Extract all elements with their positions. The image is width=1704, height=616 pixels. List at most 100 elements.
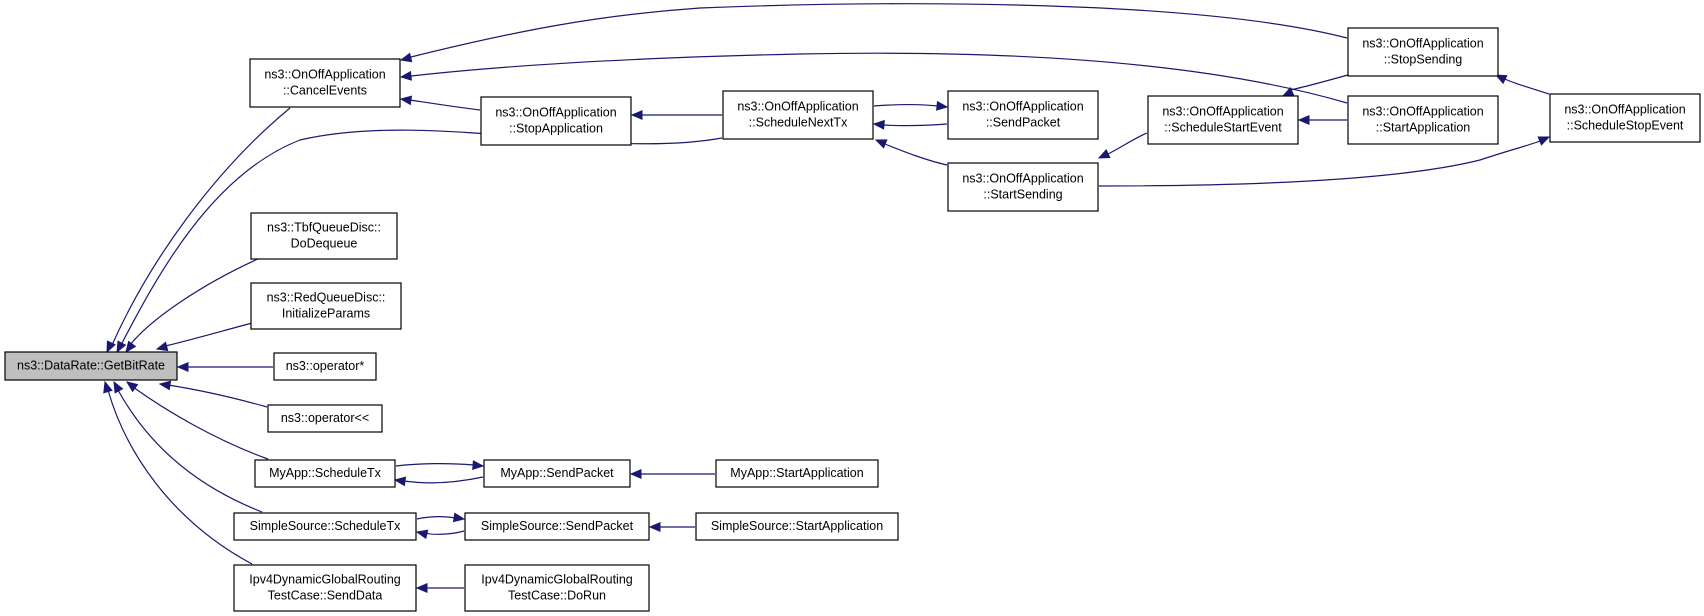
node-label: TestCase::SendData — [268, 588, 383, 602]
node-box[interactable] — [250, 212, 398, 260]
node-label: ns3::DataRate::GetBitRate — [17, 358, 165, 372]
node-box[interactable] — [1549, 93, 1701, 143]
node-box[interactable] — [250, 282, 402, 330]
edge-line — [410, 3, 1348, 58]
node-box[interactable] — [947, 90, 1099, 140]
edge-line — [395, 463, 475, 467]
node-box[interactable] — [273, 352, 377, 381]
edge-schedulestopevent-to-stopsending — [1494, 74, 1550, 95]
node-label: ns3::RedQueueDisc:: — [267, 290, 386, 304]
node-getbitrate[interactable]: ns3::DataRate::GetBitRate — [4, 351, 178, 381]
node-label: ns3::OnOffApplication — [1564, 102, 1685, 116]
node-box[interactable] — [483, 459, 631, 488]
edge-stopsending-to-schedulestartevent — [1281, 72, 1356, 97]
edge-line — [409, 99, 481, 111]
edge-red-initializeparams-to-getbitrate — [155, 322, 253, 352]
edge-arrowhead — [155, 341, 169, 352]
node-myapp-sendpacket[interactable]: MyApp::SendPacket — [483, 459, 631, 488]
node-red-initializeparams[interactable]: ns3::RedQueueDisc::InitializeParams — [250, 282, 402, 330]
node-label: SimpleSource::SendPacket — [481, 519, 634, 533]
edge-arrowhead — [872, 119, 885, 130]
node-onoff-sendpacket[interactable]: ns3::OnOffApplication::SendPacket — [947, 90, 1099, 140]
node-operator-shl[interactable]: ns3::operator<< — [267, 404, 383, 433]
node-label: ::CancelEvents — [283, 83, 367, 97]
node-box[interactable] — [480, 96, 632, 146]
node-box[interactable] — [464, 512, 650, 541]
node-simplesource-startapplication[interactable]: SimpleSource::StartApplication — [695, 512, 899, 541]
edge-arrowhead — [125, 340, 137, 354]
node-ipv4-senddata[interactable]: Ipv4DynamicGlobalRoutingTestCase::SendDa… — [233, 564, 417, 612]
edge-arrowhead — [399, 52, 413, 63]
edge-simplesource-sendpacket-to-simplesource-scheduletx — [415, 529, 465, 540]
node-operator-mul[interactable]: ns3::operator* — [273, 352, 377, 381]
edge-arrowhead — [936, 100, 949, 111]
edge-operator-mul-to-getbitrate — [176, 362, 273, 372]
edge-line — [117, 389, 263, 513]
node-cancelevents[interactable]: ns3::OnOffApplication::CancelEvents — [249, 58, 401, 108]
node-box[interactable] — [464, 564, 650, 612]
edge-operator-shl-to-getbitrate — [158, 380, 268, 408]
node-box[interactable] — [1147, 95, 1299, 145]
node-label: InitializeParams — [282, 306, 370, 320]
edge-line — [882, 123, 948, 127]
node-box[interactable] — [722, 90, 874, 140]
node-label: Ipv4DynamicGlobalRouting — [249, 572, 401, 586]
node-label: ns3::OnOffApplication — [962, 171, 1083, 185]
edge-startsending-to-schedulestopevent — [1098, 136, 1551, 187]
edge-arrowhead — [125, 381, 139, 393]
node-schedulestartevent[interactable]: ns3::OnOffApplication::ScheduleStartEven… — [1147, 95, 1299, 145]
node-label: ns3::OnOffApplication — [1362, 104, 1483, 118]
node-myapp-scheduletx[interactable]: MyApp::ScheduleTx — [254, 459, 396, 488]
node-box[interactable] — [947, 162, 1099, 212]
node-schedulestopevent[interactable]: ns3::OnOffApplication::ScheduleStopEvent — [1549, 93, 1701, 143]
node-box[interactable] — [249, 58, 401, 108]
node-stopapplication[interactable]: ns3::OnOffApplication::StopApplication — [480, 96, 632, 146]
node-box[interactable] — [267, 404, 383, 433]
node-label: ::StopApplication — [509, 121, 603, 135]
node-box[interactable] — [4, 351, 178, 381]
edge-line — [120, 129, 723, 346]
node-simplesource-sendpacket[interactable]: SimpleSource::SendPacket — [464, 512, 650, 541]
edge-tbf-dodequeue-to-getbitrate — [125, 257, 261, 354]
edge-arrowhead — [1297, 115, 1310, 125]
edge-simplesource-scheduletx-to-simplesource-sendpacket — [416, 512, 466, 523]
node-box[interactable] — [254, 459, 396, 488]
node-box[interactable] — [695, 512, 899, 541]
node-label: ns3::OnOffApplication — [737, 99, 858, 113]
edge-schedulenexttx-to-stopapplication — [630, 110, 722, 120]
edge-schedulestartevent-to-startsending — [1097, 132, 1148, 159]
nodes-layer: ns3::DataRate::GetBitRate ns3::OnOffAppli… — [4, 27, 1701, 612]
edge-startsending-to-schedulenexttx — [874, 139, 948, 166]
node-label: ns3::TbfQueueDisc:: — [267, 220, 381, 234]
node-box[interactable] — [1347, 27, 1499, 77]
node-label: Ipv4DynamicGlobalRouting — [481, 572, 633, 586]
node-box[interactable] — [715, 459, 879, 488]
node-box[interactable] — [233, 564, 417, 612]
edge-myapp-scheduletx-to-getbitrate — [125, 381, 269, 460]
node-label: ::StopSending — [1384, 52, 1463, 66]
node-startsending[interactable]: ns3::OnOffApplication::StartSending — [947, 162, 1099, 212]
node-onoff-startapplication[interactable]: ns3::OnOffApplication::StartApplication — [1347, 95, 1499, 145]
edge-schedulenexttx-to-onoff-sendpacket — [873, 100, 949, 111]
node-box[interactable] — [1347, 95, 1499, 145]
edge-line — [167, 384, 268, 408]
edge-arrowhead — [1537, 136, 1551, 146]
node-stopsending[interactable]: ns3::OnOffApplication::StopSending — [1347, 27, 1499, 77]
node-myapp-startapplication[interactable]: MyApp::StartApplication — [715, 459, 879, 488]
edge-onoff-startapplication-to-cancelevents — [399, 52, 1348, 104]
node-box[interactable] — [233, 512, 417, 541]
node-label: ::SendPacket — [986, 115, 1061, 129]
edge-arrowhead — [415, 529, 429, 540]
edge-myapp-scheduletx-to-myapp-sendpacket — [395, 460, 485, 471]
edge-line — [107, 389, 253, 565]
node-simplesource-scheduletx[interactable]: SimpleSource::ScheduleTx — [233, 512, 417, 541]
node-label: ns3::OnOffApplication — [495, 105, 616, 119]
edge-stopapplication-to-cancelevents — [399, 95, 481, 111]
node-label: SimpleSource::StartApplication — [711, 519, 883, 533]
edge-arrowhead — [472, 460, 485, 471]
node-schedulenexttx[interactable]: ns3::OnOffApplication::ScheduleNextTx — [722, 90, 874, 140]
edge-myapp-sendpacket-to-myapp-scheduletx — [393, 476, 484, 487]
edge-arrowhead — [158, 380, 172, 391]
node-tbf-dodequeue[interactable]: ns3::TbfQueueDisc::DoDequeue — [250, 212, 398, 260]
